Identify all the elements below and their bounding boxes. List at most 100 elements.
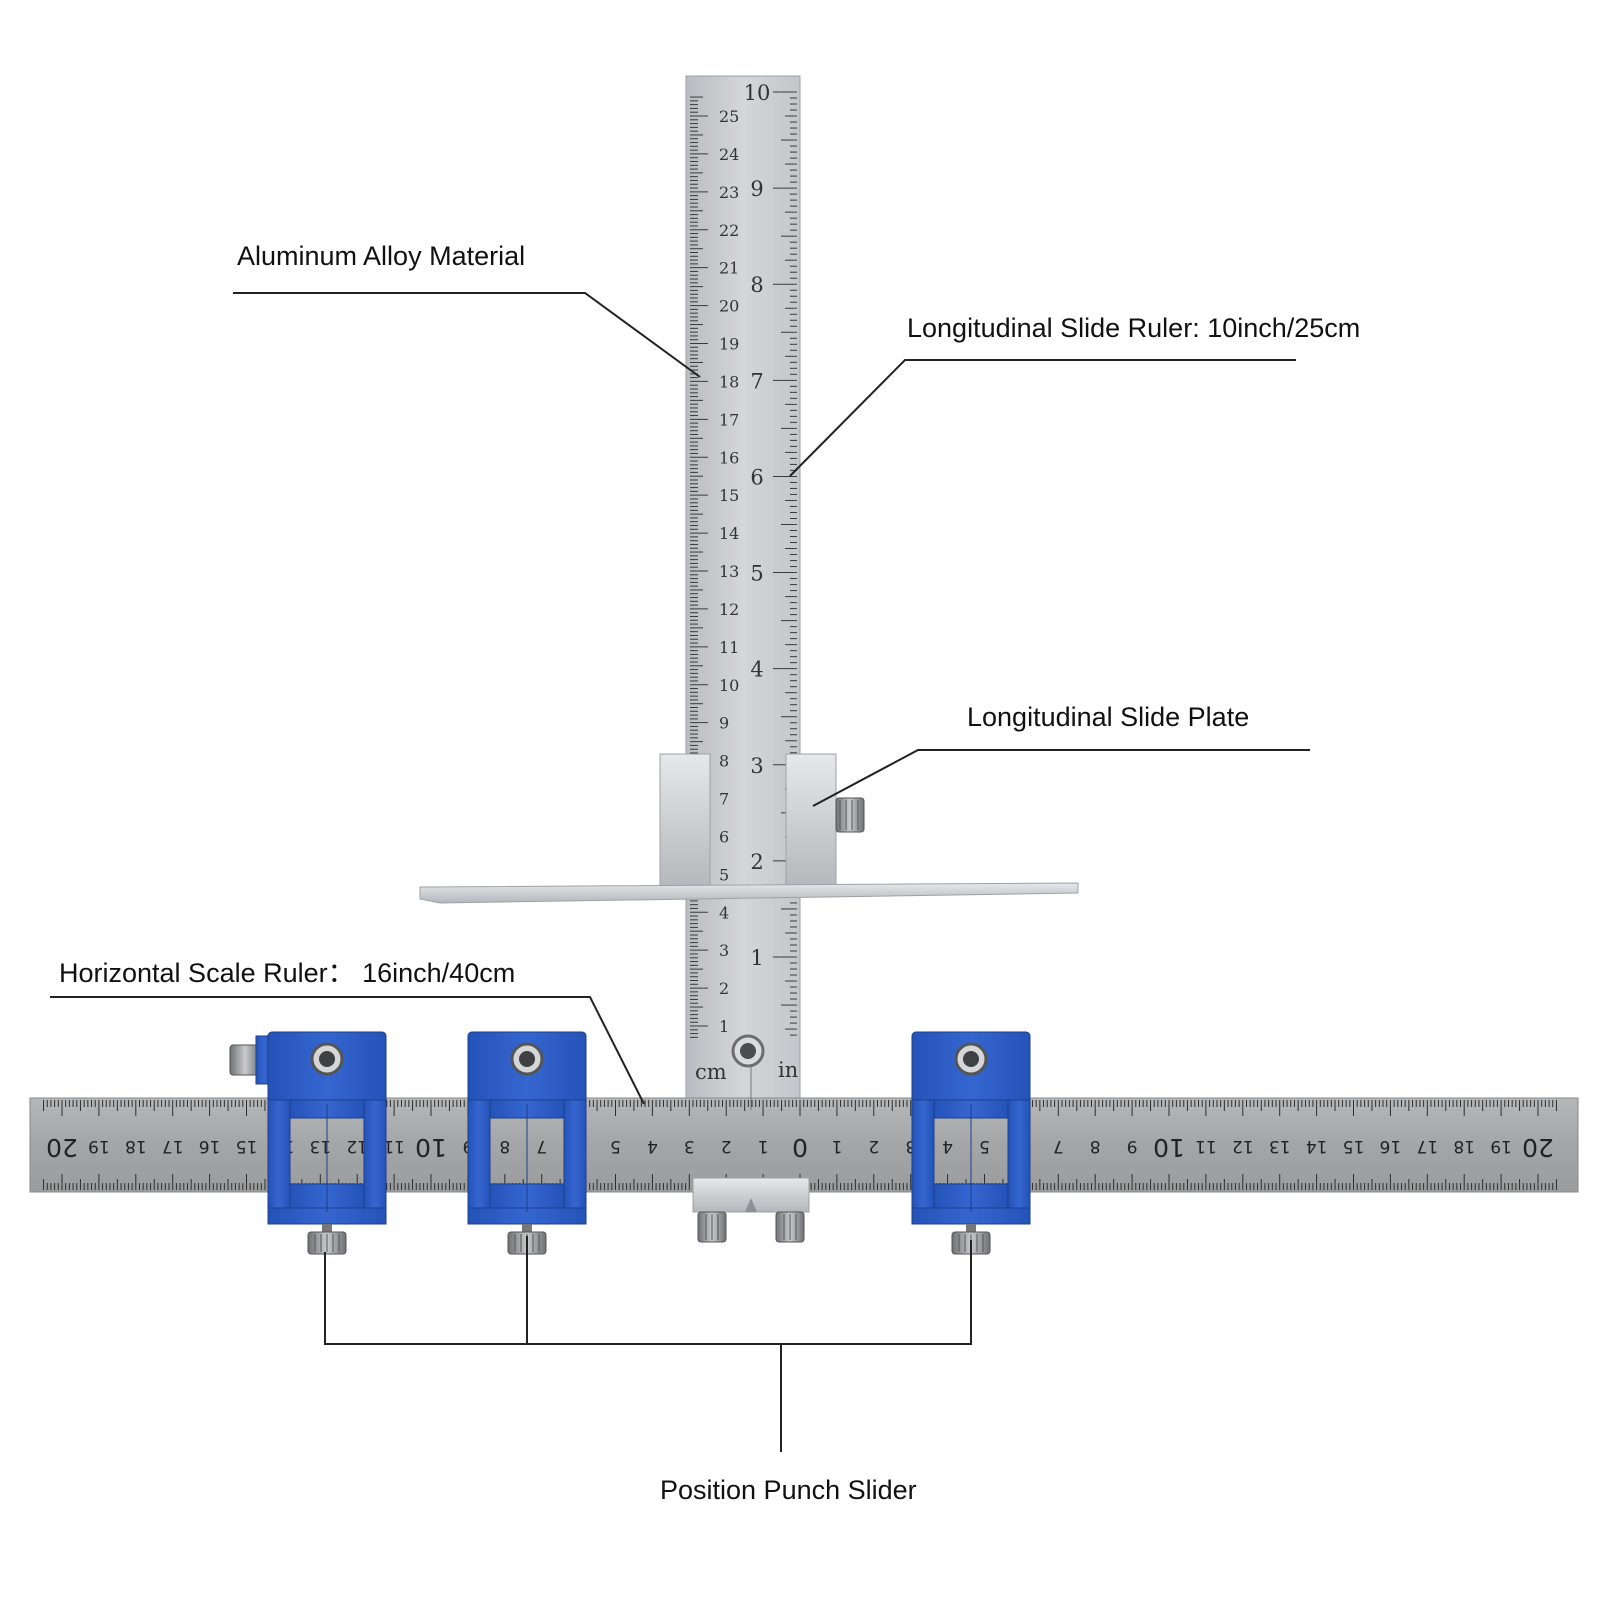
inch-scale-label: 9 bbox=[750, 177, 763, 201]
in-unit-label: in bbox=[778, 1058, 798, 1082]
punch-hole-icon[interactable] bbox=[310, 1042, 344, 1076]
horizontal-scale-label: 12 bbox=[1232, 1136, 1254, 1156]
horizontal-scale-label: 2 bbox=[868, 1136, 879, 1156]
cm-scale-label: 4 bbox=[719, 903, 729, 922]
cm-scale-label: 16 bbox=[719, 448, 739, 467]
inch-scale-label: 5 bbox=[750, 562, 763, 586]
inch-scale-label: 6 bbox=[750, 465, 763, 489]
horizontal-scale-label: 18 bbox=[125, 1136, 147, 1156]
leader-longitudinal-ruler bbox=[789, 359, 1296, 477]
inch-scale-label: 1 bbox=[750, 946, 763, 970]
callout-leader-lines bbox=[50, 292, 1310, 1452]
horizontal-scale-label: 7 bbox=[1053, 1136, 1064, 1156]
cm-scale-label: 20 bbox=[719, 297, 739, 316]
horizontal-scale-label: 16 bbox=[199, 1136, 221, 1156]
material-callout: Aluminum Alloy Material bbox=[237, 241, 526, 271]
position-punch-slider[interactable] bbox=[467, 1031, 587, 1255]
horizontal-scale-label: 11 bbox=[383, 1136, 405, 1156]
leader-material bbox=[233, 292, 701, 378]
punch-slider-callout: Position Punch Slider bbox=[660, 1475, 917, 1505]
cm-scale-label: 3 bbox=[719, 941, 729, 960]
inch-scale-label: 2 bbox=[750, 850, 763, 874]
horizontal-scale-label: 17 bbox=[162, 1136, 184, 1156]
cm-scale-label: 2 bbox=[719, 979, 729, 998]
horizontal-scale-label: 14 bbox=[1306, 1136, 1328, 1156]
cm-scale-label: 22 bbox=[719, 221, 739, 240]
horizontal-scale-label: 16 bbox=[1380, 1136, 1402, 1156]
punch-hole-icon[interactable] bbox=[954, 1042, 988, 1076]
horizontal-ruler-callout: Horizontal Scale Ruler： 16inch/40cm bbox=[59, 958, 516, 988]
cm-scale-label: 17 bbox=[719, 410, 739, 429]
horizontal-scale-label: 1 bbox=[758, 1136, 769, 1156]
cm-scale-label: 8 bbox=[719, 752, 729, 771]
horizontal-scale-label: 12 bbox=[346, 1136, 368, 1156]
cm-scale-label: 10 bbox=[719, 676, 739, 695]
cm-unit-label: cm bbox=[695, 1060, 727, 1084]
leader-punch-slider-bracket bbox=[324, 1240, 972, 1345]
cm-scale-label: 21 bbox=[719, 259, 739, 278]
cm-scale-label: 9 bbox=[719, 714, 729, 733]
longitudinal-ruler-callout: Longitudinal Slide Ruler: 10inch/25cm bbox=[907, 313, 1361, 343]
cm-scale-label: 11 bbox=[719, 638, 739, 657]
punch-hole-icon[interactable] bbox=[731, 1034, 765, 1068]
inch-scale-label: 3 bbox=[750, 754, 763, 778]
cm-scale-label: 15 bbox=[719, 486, 739, 505]
horizontal-scale-label: 0 bbox=[792, 1133, 808, 1162]
horizontal-scale-label: 17 bbox=[1416, 1136, 1438, 1156]
position-punch-slider[interactable] bbox=[911, 1031, 1031, 1255]
horizontal-scale-label: 10 bbox=[415, 1133, 447, 1162]
horizontal-scale-label: 4 bbox=[942, 1136, 953, 1156]
horizontal-scale-label: 2 bbox=[721, 1136, 732, 1156]
knurled-screw-icon[interactable] bbox=[307, 1224, 347, 1255]
leader-horizontal-ruler bbox=[50, 996, 645, 1105]
knurled-screw-icon[interactable] bbox=[697, 1211, 727, 1243]
longitudinal-slide-plate[interactable] bbox=[419, 753, 1079, 904]
position-punch-slider[interactable] bbox=[229, 1031, 387, 1255]
punch-hole-icon[interactable] bbox=[510, 1042, 544, 1076]
horizontal-scale-label: 13 bbox=[1269, 1136, 1291, 1156]
cm-scale-label: 18 bbox=[719, 372, 739, 391]
horizontal-scale-label: 15 bbox=[1343, 1136, 1365, 1156]
horizontal-scale-label: 10 bbox=[1153, 1133, 1185, 1162]
horizontal-scale-label: 4 bbox=[647, 1136, 658, 1156]
inch-scale-label: 4 bbox=[750, 658, 763, 682]
horizontal-scale-label: 20 bbox=[1522, 1133, 1554, 1162]
cm-scale-label: 25 bbox=[719, 107, 739, 126]
horizontal-scale-label: 20 bbox=[46, 1133, 78, 1162]
horizontal-scale-label: 3 bbox=[905, 1136, 916, 1156]
horizontal-scale-label: 5 bbox=[979, 1136, 990, 1156]
horizontal-scale-label: 13 bbox=[309, 1136, 331, 1156]
horizontal-scale-label: 3 bbox=[684, 1136, 695, 1156]
cm-scale-label: 24 bbox=[719, 145, 739, 164]
cm-scale-label: 1 bbox=[719, 1017, 729, 1036]
cm-scale-label: 5 bbox=[719, 865, 729, 884]
horizontal-scale-label: 5 bbox=[610, 1136, 621, 1156]
horizontal-scale-label: 7 bbox=[536, 1136, 547, 1156]
cm-scale-label: 6 bbox=[719, 827, 729, 846]
horizontal-scale-label: 8 bbox=[499, 1136, 510, 1156]
cm-scale-label: 13 bbox=[719, 562, 739, 581]
slide-plate-callout: Longitudinal Slide Plate bbox=[967, 702, 1250, 732]
horizontal-scale-label: 1 bbox=[831, 1136, 842, 1156]
inch-scale-label: 7 bbox=[750, 369, 763, 393]
horizontal-scale-label: 19 bbox=[88, 1136, 110, 1156]
knurled-screw-icon[interactable] bbox=[775, 1211, 805, 1243]
longitudinal-slide-ruler: 1234567891011121314151617181920212223242… bbox=[685, 75, 801, 1109]
horizontal-scale-label: 15 bbox=[236, 1136, 258, 1156]
horizontal-scale-label: 19 bbox=[1490, 1136, 1512, 1156]
cm-scale-label: 12 bbox=[719, 600, 739, 619]
inch-scale-label: 10 bbox=[744, 81, 771, 105]
knurled-screw-icon[interactable] bbox=[835, 797, 865, 833]
cm-scale-label: 7 bbox=[719, 790, 729, 809]
horizontal-scale-label: 11 bbox=[1195, 1136, 1217, 1156]
slide-plate-blade bbox=[419, 882, 1079, 904]
horizontal-scale-label: 18 bbox=[1453, 1136, 1475, 1156]
cm-scale-label: 23 bbox=[719, 183, 739, 202]
leader-slide-plate bbox=[812, 749, 1310, 807]
inch-scale-label: 8 bbox=[750, 273, 763, 297]
horizontal-scale-label: 9 bbox=[1127, 1136, 1138, 1156]
cm-scale-label: 19 bbox=[719, 335, 739, 354]
horizontal-scale-label: 8 bbox=[1090, 1136, 1101, 1156]
